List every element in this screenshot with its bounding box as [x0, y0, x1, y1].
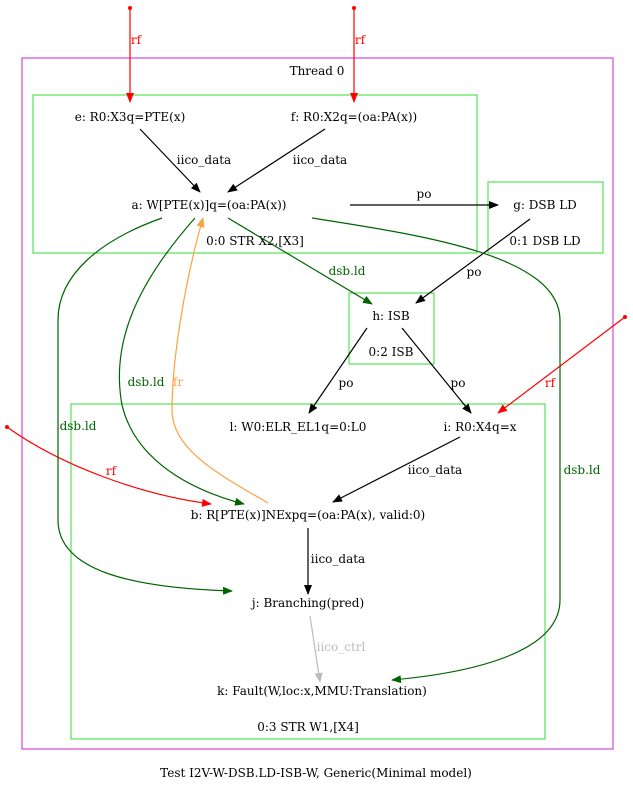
node-h: h: ISB [372, 309, 410, 323]
edge-b-a [171, 217, 269, 504]
edge-rf-b [6, 426, 212, 507]
thread-label: Thread 0 [290, 64, 345, 78]
cluster-0-2-border [348, 292, 435, 365]
node-j: j: Branching(pred) [250, 596, 364, 610]
cluster-0-0-label: 0:0 STR X2,[X3] [206, 234, 304, 248]
node-b: b: R[PTE(x)]NExpq=(oa:PA(x), valid:0) [191, 508, 426, 522]
edge-a-b [118, 217, 245, 506]
edge-label-e-a: iico_data [177, 153, 231, 167]
thread-cluster-border [21, 57, 614, 750]
edge-label-b-a: fr [173, 375, 183, 389]
edge-i-b [332, 436, 461, 503]
edge-a-j [57, 217, 233, 595]
node-k: k: Fault(W,loc:x,MMU:Translation) [217, 684, 427, 698]
edge-label-h-l: po [339, 376, 354, 390]
cluster-0-1-border [487, 181, 604, 254]
node-f: f: R0:X2q=(oa:PA(x)) [291, 110, 417, 124]
edge-f-a [227, 128, 326, 193]
edge-label-rf-e: rf [131, 33, 143, 47]
edge-label-i-b: iico_data [408, 463, 462, 477]
edge-label-a-j: dsb.ld [60, 419, 97, 433]
edge-label-a-g: po [417, 187, 432, 201]
edge-labels: rf rf iico_data iico_data po po dsb.ld p… [60, 33, 601, 654]
edge-a-h [227, 217, 373, 305]
edge-label-a-b: dsb.ld [128, 375, 165, 389]
nodes: e: R0:X3q=PTE(x) f: R0:X2q=(oa:PA(x)) a:… [75, 110, 577, 698]
node-i: i: R0:X4q=x [443, 420, 516, 434]
edge-label-rf-f: rf [355, 33, 367, 47]
edge-h-i [401, 327, 472, 414]
node-a: a: W[PTE(x)]q=(oa:PA(x)) [132, 198, 287, 212]
edge-rf-i [497, 316, 626, 414]
cluster-0-3-border [70, 403, 546, 740]
node-g: g: DSB LD [513, 198, 577, 212]
edge-label-rf-b: rf [106, 464, 118, 478]
edge-g-h [415, 218, 531, 304]
edge-label-g-h: po [467, 265, 482, 279]
cluster-0-3-label: 0:3 STR W1,[X4] [257, 720, 359, 734]
edge-label-a-h: dsb.ld [329, 264, 366, 278]
cluster-0-1-label: 0:1 DSB LD [509, 234, 580, 248]
edge-a-k [311, 217, 561, 684]
edge-label-a-k: dsb.ld [564, 463, 601, 477]
edge-label-f-a: iico_data [293, 153, 347, 167]
diagram-caption: Test I2V-W-DSB.LD-ISB-W, Generic(Minimal… [160, 766, 472, 780]
edge-label-b-j: iico_data [311, 552, 365, 566]
edge-h-l [308, 327, 368, 414]
cluster-0-0-border [32, 94, 478, 254]
edge-j-k [309, 615, 323, 683]
cluster-0-2-label: 0:2 ISB [369, 345, 414, 359]
node-e: e: R0:X3q=PTE(x) [75, 110, 186, 124]
edge-e-a [139, 128, 201, 193]
edge-label-rf-i: rf [545, 376, 557, 390]
edge-label-h-i: po [451, 376, 466, 390]
edge-label-j-k: iico_ctrl [317, 640, 366, 654]
edges [5, 6, 627, 684]
node-l: l: W0:ELR_EL1q=0:L0 [230, 420, 367, 434]
